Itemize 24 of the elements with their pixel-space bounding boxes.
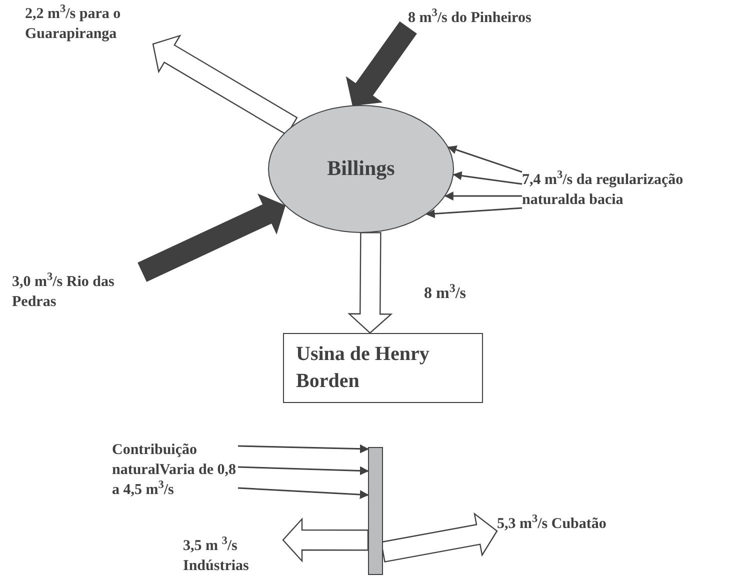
channel-bar <box>368 447 383 575</box>
flow-label: 8 m$^{3}$/s do Pinheiros <box>408 8 532 28</box>
arrow <box>448 145 522 173</box>
flow-label: 5,3 m$^{3}$/s Cubatão <box>497 514 647 534</box>
block-arrow <box>348 232 393 334</box>
reservoir-name: Billings <box>327 155 395 182</box>
arrow <box>444 192 522 201</box>
block-arrow <box>380 512 498 562</box>
block-arrow <box>138 194 286 282</box>
flow-label: Contribuição naturalVaria de 0,8 a 4,5 m$^{3}$/s <box>112 440 238 500</box>
flow-label: 3,0 m$^{3}$/s Rio das Pedras <box>12 272 154 312</box>
plant-box <box>283 333 483 403</box>
flow-label: 7,4 m$^{3}$/s da regularização naturalda bacia <box>522 170 738 210</box>
arrow <box>238 466 369 476</box>
block-arrow <box>152 34 298 136</box>
flow-label: 2,2 m$^{3}$/s para o Guarapiranga <box>25 4 153 44</box>
block-arrow <box>282 517 369 563</box>
block-arrow <box>346 21 417 106</box>
flow-label: 3,5 m $^{3}$/s Indústrias <box>183 536 283 576</box>
arrow <box>238 444 369 454</box>
arrow <box>238 487 369 500</box>
arrow <box>426 207 522 218</box>
plant-name: Usina de Henry Borden <box>296 342 430 394</box>
arrow <box>452 171 522 185</box>
